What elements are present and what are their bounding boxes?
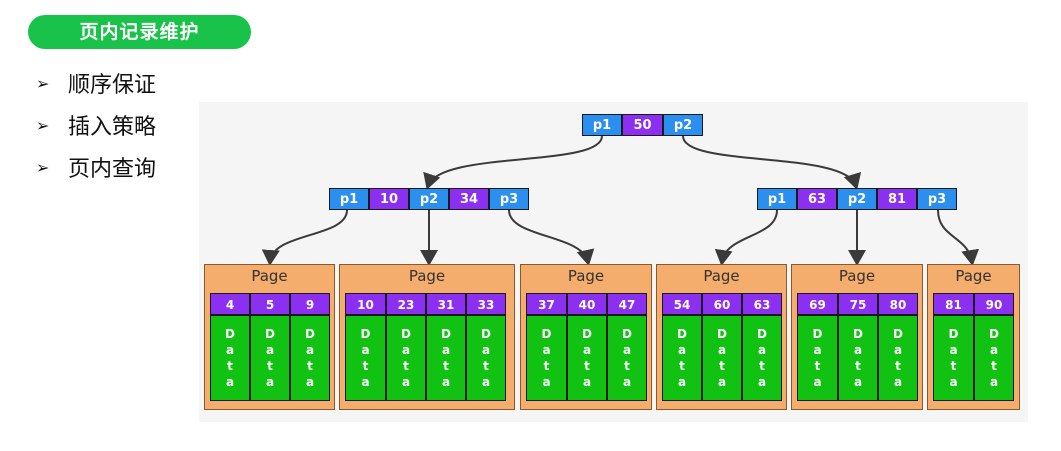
connector-arrow	[937, 209, 980, 266]
bullet-list: ➢ 顺序保证 ➢ 插入策略 ➢ 页内查询	[36, 62, 156, 188]
root-pointer-p1: p1	[582, 114, 622, 136]
connector-arrow	[682, 135, 862, 190]
left-node-key: 10	[369, 188, 409, 210]
left-node-key: 34	[449, 188, 489, 210]
record-key: 5	[250, 293, 290, 315]
record-key: 63	[742, 293, 782, 315]
arrow-bullet-icon: ➢	[36, 73, 50, 93]
record-key: 80	[878, 293, 918, 315]
root-pointer-p2: p2	[663, 114, 703, 136]
record-key: 90	[974, 293, 1014, 315]
page-label: Page	[251, 267, 288, 285]
bullet-item: ➢ 顺序保证	[36, 62, 156, 104]
record-key: 81	[933, 293, 974, 315]
record-key: 40	[567, 293, 607, 315]
root-key: 50	[622, 114, 663, 136]
section-title: 页内记录维护	[79, 21, 200, 43]
page-label: Page	[838, 267, 876, 285]
bullet-item: ➢ 插入策略	[36, 104, 156, 146]
record-key: 60	[702, 293, 742, 315]
arrow-bullet-icon: ➢	[36, 115, 50, 135]
record-key: 47	[607, 293, 647, 315]
connector-arrow	[508, 209, 595, 266]
connector-arrow	[714, 209, 778, 266]
left-node-pointer: p1	[329, 188, 369, 210]
right-node-pointer: p1	[757, 188, 797, 210]
record-key: 69	[797, 293, 838, 315]
page-label: Page	[703, 267, 740, 285]
right-node-key: 63	[797, 188, 837, 210]
record-key: 10	[345, 293, 386, 315]
bullet-item: ➢ 页内查询	[36, 146, 156, 188]
page-label: Page	[408, 267, 446, 285]
record-key: 33	[466, 293, 506, 315]
bullet-label: 顺序保证	[68, 73, 157, 98]
record-key: 9	[290, 293, 330, 315]
page-label: Page	[955, 267, 992, 285]
record-key: 75	[838, 293, 878, 315]
left-node-pointer: p3	[489, 188, 529, 210]
bullet-label: 插入策略	[68, 115, 157, 140]
right-node-pointer: p3	[917, 188, 957, 210]
left-node-pointer: p2	[409, 188, 449, 210]
section-title-badge: 页内记录维护	[28, 15, 251, 49]
connector-arrow	[261, 209, 348, 266]
record-key: 54	[662, 293, 702, 315]
right-node-key: 81	[877, 188, 917, 210]
record-key: 37	[526, 293, 567, 315]
connector-arrow	[423, 135, 603, 190]
record-key: 23	[386, 293, 426, 315]
record-key: 31	[426, 293, 466, 315]
record-key: 4	[210, 293, 250, 315]
right-node-pointer: p2	[837, 188, 877, 210]
arrow-bullet-icon: ➢	[36, 157, 50, 177]
bullet-label: 页内查询	[68, 157, 157, 182]
page-label: Page	[567, 267, 605, 285]
